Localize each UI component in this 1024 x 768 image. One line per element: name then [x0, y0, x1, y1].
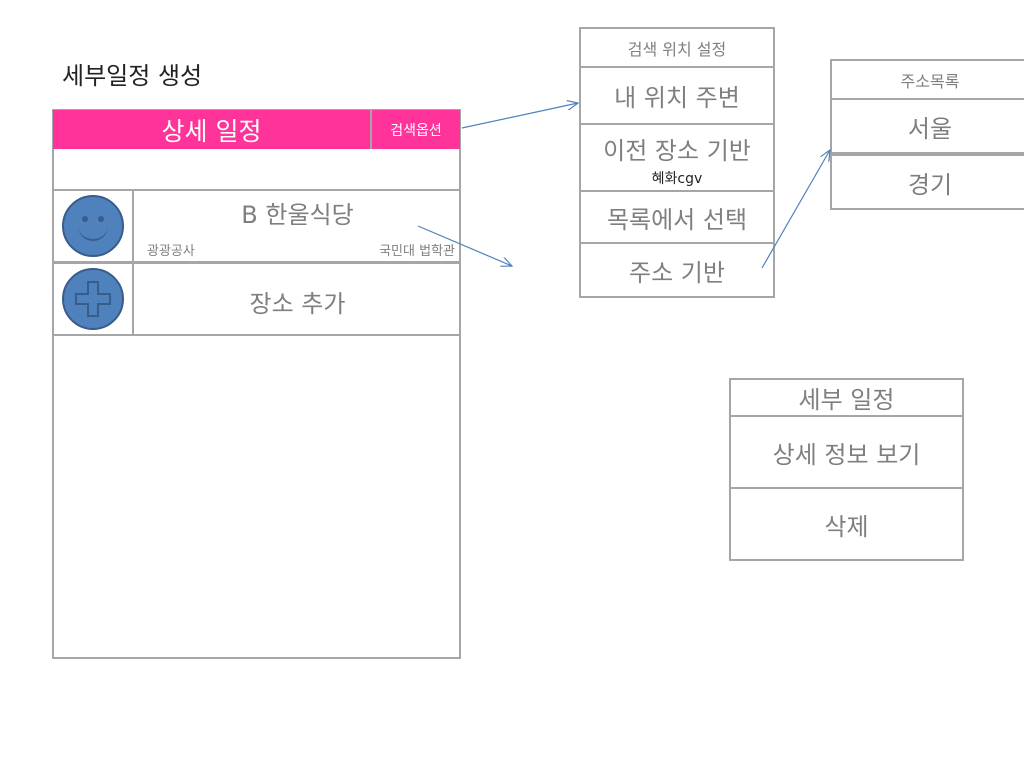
place-sub-left: 광광공사 [147, 244, 195, 259]
view-details-button[interactable]: 상세 정보 보기 [729, 415, 964, 489]
previous-place-hint: 혜화cgv [651, 171, 703, 187]
phone-header [53, 110, 460, 149]
place-name: B 한울식당 [241, 201, 354, 229]
address-item-gyeonggi[interactable]: 경기 [830, 154, 1024, 210]
smiley-face-icon [62, 195, 124, 257]
arrow-place-item [417, 225, 512, 266]
option-my-location[interactable]: 내 위치 주변 [579, 66, 775, 125]
option-previous-place-label: 이전 장소 기반 [603, 137, 751, 165]
arrow-address-based [761, 150, 830, 269]
arrow-search-options [461, 103, 578, 129]
address-list-title: 주소목록 [830, 59, 1024, 100]
option-address-based[interactable]: 주소 기반 [579, 242, 775, 298]
place-sub-right: 국민대 법학관 [379, 244, 455, 259]
header-title: 상세 일정 [161, 116, 262, 146]
option-select-from-list[interactable]: 목록에서 선택 [579, 190, 775, 244]
detail-menu-title: 세부 일정 [729, 378, 964, 417]
place-icon-cell [52, 189, 134, 263]
address-item-seoul[interactable]: 서울 [830, 98, 1024, 154]
add-icon-cell [52, 262, 134, 336]
option-previous-place[interactable]: 이전 장소 기반 혜화cgv [579, 123, 775, 192]
page-title: 세부일정 생성 [62, 62, 203, 90]
delete-button[interactable]: 삭제 [729, 487, 964, 561]
search-options-button[interactable]: 검색옵션 [370, 110, 460, 149]
plus-icon[interactable] [62, 268, 124, 330]
add-place-label: 장소 추가 [249, 290, 346, 318]
